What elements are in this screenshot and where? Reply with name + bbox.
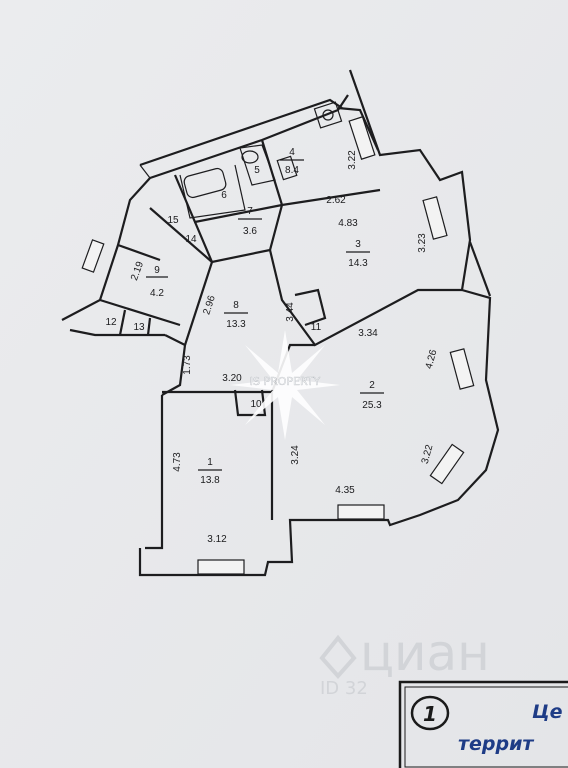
- brand-watermark: IS PROPERTY: [230, 330, 340, 440]
- star-watermark-icon: [230, 330, 340, 440]
- cian-watermark: циан ID 32: [319, 624, 490, 699]
- room-5-number: 5: [254, 165, 260, 176]
- sink-icon: [276, 155, 298, 181]
- dim-r2-left: 3.24: [290, 445, 301, 465]
- room-4-number: 4: [289, 147, 295, 158]
- stove-icon: [313, 101, 343, 129]
- dim-r1-side: 4.73: [172, 452, 183, 472]
- window-room-2-lower: [429, 443, 465, 485]
- stamp-number-circle: [410, 695, 450, 731]
- window-room-1: [197, 559, 245, 575]
- dim-r2-lower-right: 3.22: [420, 443, 436, 465]
- stamp-box: 1 Це террит: [398, 680, 568, 768]
- stamp-number: 1: [423, 702, 437, 726]
- dimension-labels: 3.22 2.62 4.83 3.23 2.19 2.96 3.44 3.34 …: [129, 150, 439, 545]
- room-3-number: 3: [355, 239, 361, 250]
- room-14-number: 14: [185, 234, 197, 245]
- room-9-area: 4.2: [150, 288, 164, 299]
- brand-watermark-text: IS PROPERTY: [250, 375, 321, 388]
- stamp-line-1: Це: [532, 701, 563, 723]
- window-room-3: [422, 196, 448, 240]
- room-11-number: 11: [311, 322, 322, 333]
- toilet-icon: [241, 150, 259, 164]
- room-2-number: 2: [369, 380, 375, 391]
- dim-r8-left: 1.73: [182, 355, 193, 375]
- room-12-number: 12: [105, 317, 117, 328]
- dim-r2-bottom: 4.35: [335, 485, 355, 496]
- window-room-2-upper: [449, 348, 475, 390]
- window-room-2-bottom: [337, 504, 385, 520]
- room-13-number: 13: [133, 322, 145, 333]
- stamp-line-2: террит: [458, 733, 534, 755]
- outer-walls: [61, 69, 500, 577]
- cian-id-watermark: ID 32: [320, 678, 368, 699]
- dim-r2-right: 4.26: [424, 348, 440, 370]
- burner-icon: [322, 109, 334, 121]
- dim-r8-right: 3.44: [285, 302, 296, 322]
- dim-r4-bottom: 2.62: [326, 195, 346, 206]
- dim-r3-side: 3.23: [417, 233, 428, 253]
- windows: [81, 116, 475, 575]
- room-4-area: 8.4: [285, 165, 299, 176]
- room-7-number: 7: [247, 206, 253, 217]
- room-15-number: 15: [167, 215, 179, 226]
- fixtures: [183, 101, 343, 199]
- dim-r4-side: 3.22: [347, 150, 358, 170]
- room-6-number: 6: [221, 190, 227, 201]
- room-8-number: 8: [233, 300, 239, 311]
- dim-r3-top: 4.83: [338, 218, 358, 229]
- dim-r1-bottom: 3.12: [207, 534, 227, 545]
- room-1-area: 13.8: [200, 475, 220, 486]
- room-3-area: 14.3: [348, 258, 368, 269]
- cian-logo-icon: [319, 634, 357, 680]
- room-9-number: 9: [154, 265, 160, 276]
- room-10-number: 10: [250, 399, 262, 410]
- interior-walls: [99, 139, 462, 520]
- room-1-number: 1: [207, 457, 213, 468]
- dim-r1-top: 3.20: [222, 373, 242, 384]
- room-8-area: 13.3: [226, 319, 246, 330]
- room-labels: 1 13.8 2 25.3 3 14.3 4 8.4 5 6 7 3.6 8 1…: [105, 147, 384, 486]
- room-7-area: 3.6: [243, 226, 257, 237]
- room-2-area: 25.3: [362, 400, 382, 411]
- window-room-9: [81, 239, 105, 273]
- bathtub-icon: [183, 167, 227, 199]
- window-room-4: [348, 116, 376, 160]
- cian-watermark-text: циан: [360, 624, 490, 682]
- dim-r2-top: 3.34: [358, 328, 378, 339]
